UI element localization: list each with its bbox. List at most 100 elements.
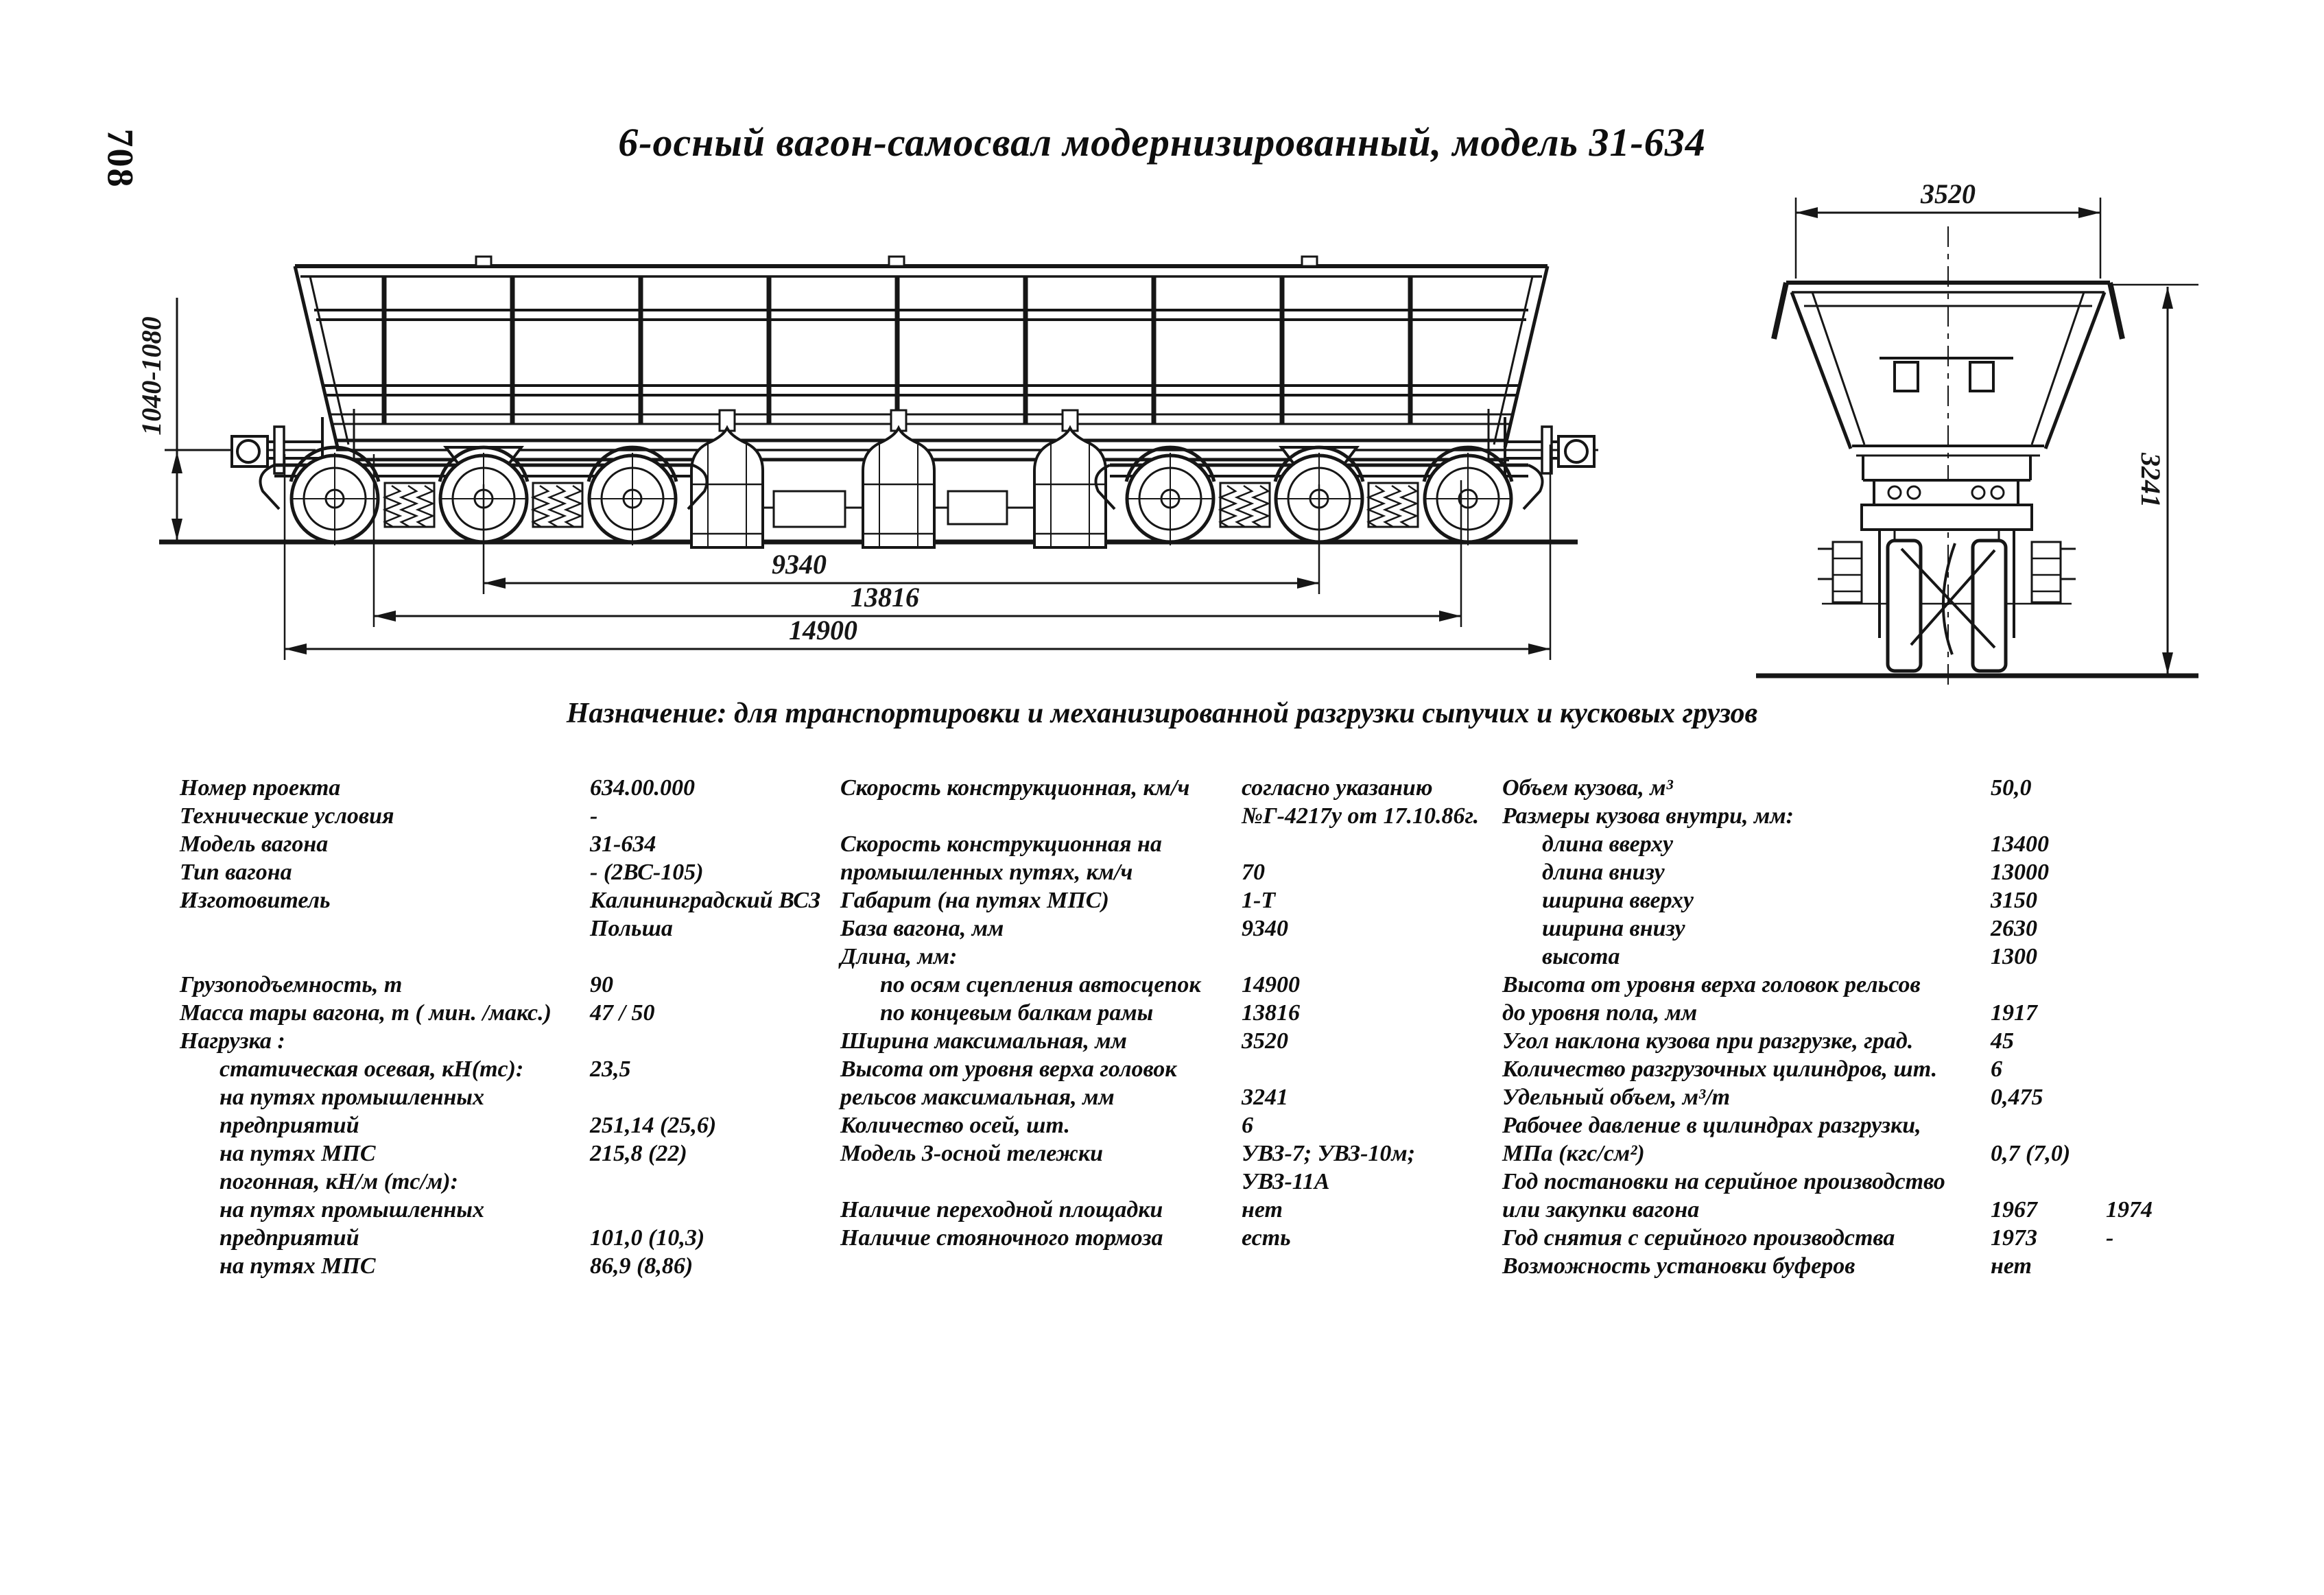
spec-label: промышленных путях, км/ч (840, 860, 1133, 885)
dim-label-total-length: 14900 (789, 615, 857, 646)
spec-value: 1973 (1991, 1225, 2037, 1251)
spec-label: или закупки вагона (1502, 1197, 1700, 1222)
spec-label: База вагона, мм (840, 916, 1004, 941)
spec-value: 86,9 (8,86) (590, 1253, 693, 1279)
page-title: 6-осный вагон-самосвал модернизированный… (618, 120, 1706, 165)
spec-label: Длина, мм: (840, 944, 958, 969)
spec-label: Наличие стояночного тормоза (840, 1225, 1163, 1251)
spec-row: по концевым балкам рамы 13816 (840, 999, 1492, 1027)
spec-value-secondary: 1974 (2106, 1197, 2153, 1222)
spec-label: Угол наклона кузова при разгрузке, град. (1502, 1028, 1914, 1054)
spec-value: 13816 (1242, 1000, 1300, 1026)
spec-row: на путях промышленных (180, 1083, 838, 1111)
spec-row: База вагона, мм 9340 (840, 914, 1492, 943)
spec-value: 6 (1991, 1056, 2002, 1082)
spec-row: погонная, кН/м (тс/м): (180, 1168, 838, 1196)
dimension-frame-length: 13816 (372, 454, 1462, 627)
spec-label: Нагрузка : (180, 1028, 285, 1054)
spec-value: нет (1991, 1253, 2032, 1279)
spec-value: 1917 (1991, 1000, 2037, 1026)
car-body-end (1771, 281, 2125, 482)
spec-value: 45 (1991, 1028, 2014, 1054)
spec-label: по осям сцепления автосцепок (880, 972, 1201, 997)
spec-value: 6 (1242, 1113, 1253, 1138)
spec-row: Скорость конструкционная на (840, 830, 1492, 858)
dim-label-coupler-height: 1040-1080 (136, 316, 167, 435)
spec-label: статическая осевая, кН(тс): (220, 1056, 524, 1082)
spec-row: Польша (180, 914, 838, 943)
spec-value: 31-634 (590, 831, 656, 857)
spec-value: 9340 (1242, 916, 1288, 941)
spec-label: Удельный объем, м³/т (1502, 1085, 1731, 1110)
spec-label: высота (1542, 944, 1620, 969)
spec-row: по осям сцепления автосцепок 14900 (840, 971, 1492, 999)
spec-label: Скорость конструкционная, км/ч (840, 775, 1190, 801)
dimension-bogie-base: 9340 (482, 484, 1320, 594)
spec-label: Количество разгрузочных цилиндров, шт. (1502, 1056, 1938, 1082)
spec-label: Наличие переходной площадки (840, 1197, 1163, 1222)
spec-row: Длина, мм: (840, 943, 1492, 971)
unloading-cylinders (690, 409, 1107, 549)
spec-row: №Г-4217у от 17.10.86г. (840, 802, 1492, 830)
spec-row: Масса тары вагона, т ( мин. /макс.)47 / … (180, 999, 838, 1027)
spec-value: 23,5 (590, 1056, 631, 1082)
spec-label: Рабочее давление в цилиндрах разгрузки, (1502, 1113, 1921, 1138)
spec-row: на путях промышленных (180, 1196, 838, 1224)
spec-label: Габарит (на путях МПС) (840, 888, 1109, 913)
spec-row: МПа (кгс/см²)0,7 (7,0) (1502, 1139, 2319, 1168)
spec-value: 70 (1242, 860, 1265, 885)
spec-value: 14900 (1242, 972, 1300, 997)
spec-label: ширина внизу (1542, 916, 1685, 941)
spec-row: ширина внизу 2630 (1502, 914, 2319, 943)
spec-row: предприятий 251,14 (25,6) (180, 1111, 838, 1139)
dimension-coupler-height: 1040-1080 (136, 298, 182, 541)
spec-label: Объем кузова, м³ (1502, 775, 1673, 801)
spec-row: Высота от уровня верха головок (840, 1055, 1492, 1083)
spec-label: на путях промышленных (220, 1085, 484, 1110)
spec-row: Количество осей, шт.6 (840, 1111, 1492, 1139)
spec-row: Угол наклона кузова при разгрузке, град.… (1502, 1027, 2319, 1055)
spec-row: Возможность установки буферов нет (1502, 1252, 2319, 1280)
spec-row: Высота от уровня верха головок рельсов (1502, 971, 2319, 999)
spec-label: Высота от уровня верха головок (840, 1056, 1177, 1082)
spec-value: - (2ВС-105) (590, 860, 704, 885)
spec-label: Модель вагона (180, 831, 329, 857)
car-body-side (293, 255, 1550, 472)
spec-row: Рабочее давление в цилиндрах разгрузки, (1502, 1111, 2319, 1139)
spec-row: Габарит (на путях МПС)1-Т (840, 886, 1492, 914)
spec-row: Тип вагона- (2ВС-105) (180, 858, 838, 886)
spec-value: 0,475 (1991, 1085, 2043, 1110)
spec-value: УВЗ-7; УВЗ-10м; (1242, 1141, 1416, 1166)
dim-label-frame-length: 13816 (851, 582, 919, 613)
spec-row: Количество разгрузочных цилиндров, шт. 6 (1502, 1055, 2319, 1083)
spec-row: Технические условия- (180, 802, 838, 830)
spec-value: 2630 (1991, 916, 2037, 941)
spec-value: №Г-4217у от 17.10.86г. (1242, 803, 1480, 829)
spec-row: Удельный объем, м³/т 0,475 (1502, 1083, 2319, 1111)
spec-value: 90 (590, 972, 613, 997)
spec-label: Год постановки на серийное производство (1502, 1169, 1945, 1194)
spec-row (180, 943, 838, 971)
spec-label: по концевым балкам рамы (880, 1000, 1154, 1026)
spec-label: предприятий (220, 1113, 359, 1138)
spec-label: Возможность установки буферов (1502, 1253, 1855, 1279)
spec-label: Технические условия (180, 803, 394, 829)
spec-value: 251,14 (25,6) (590, 1113, 717, 1138)
spec-label: Размеры кузова внутри, мм: (1502, 803, 1794, 829)
dimension-max-height: 3241 (2110, 283, 2198, 674)
spec-label: длина внизу (1542, 860, 1665, 885)
